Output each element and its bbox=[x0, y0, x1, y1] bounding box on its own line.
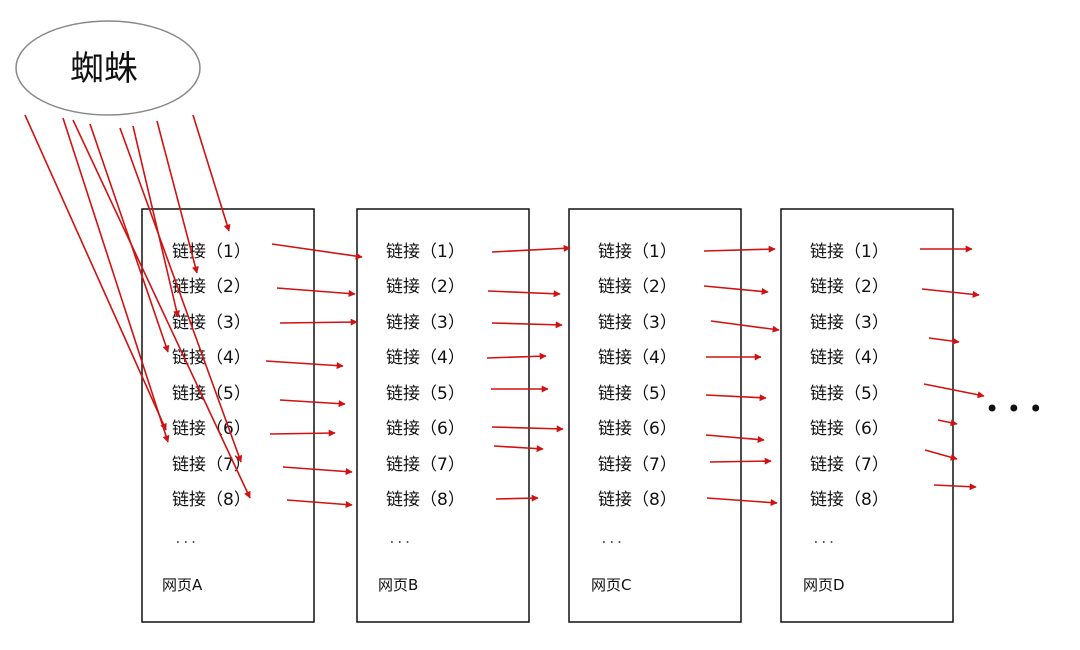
page-c-link-arrow-2 bbox=[703, 285, 769, 295]
page-c-link-arrow-7 bbox=[709, 457, 772, 465]
spider-ellipse bbox=[15, 20, 201, 116]
more-links-ellipsis: ... bbox=[388, 532, 411, 547]
spider-to-page-a-arrow-7 bbox=[62, 117, 170, 443]
page-b: 链接（1） 链接（2） 链接（3） 链接（4） 链接（5） 链接（6） 链接（7… bbox=[356, 208, 530, 623]
page-label: 网页B bbox=[378, 576, 418, 594]
page-c-link-arrow-1 bbox=[703, 245, 776, 253]
spider-to-page-a-arrow-1 bbox=[192, 114, 231, 232]
page-b-link-arrow-7 bbox=[493, 445, 544, 453]
link-8: 链接（8） bbox=[172, 490, 251, 510]
link-5: 链接（5） bbox=[172, 384, 251, 404]
page-d-link-arrow-6 bbox=[924, 449, 958, 461]
spider-to-page-a-arrow-6 bbox=[72, 119, 251, 499]
spider-to-page-a-arrow-2 bbox=[156, 120, 199, 274]
link-8: 链接（8） bbox=[386, 490, 465, 510]
page-a: 链接（1） 链接（2） 链接（3） 链接（4） 链接（5） 链接（6） 链接（7… bbox=[141, 208, 315, 623]
page-box bbox=[356, 208, 530, 623]
link-1: 链接（1） bbox=[810, 242, 889, 262]
more-links-ellipsis: ... bbox=[600, 532, 623, 547]
spider-node: 蜘蛛 bbox=[15, 20, 201, 116]
link-4: 链接（4） bbox=[172, 348, 251, 368]
page-box bbox=[568, 208, 742, 623]
link-3: 链接（3） bbox=[598, 313, 677, 333]
page-a-link-arrow-5 bbox=[279, 399, 346, 408]
page-c-link-arrow-3 bbox=[710, 320, 780, 333]
page-b-link-arrow-2 bbox=[487, 290, 561, 298]
page-b-link-arrow-8 bbox=[495, 494, 539, 502]
link-2: 链接（2） bbox=[172, 277, 251, 297]
page-c-link-arrow-8 bbox=[706, 497, 778, 507]
spider-to-page-a-arrow-3 bbox=[132, 125, 180, 318]
link-2: 链接（2） bbox=[810, 277, 889, 297]
spider-label: 蜘蛛 bbox=[70, 49, 138, 89]
page-d-link-arrow-3 bbox=[928, 337, 960, 345]
page-a-link-arrow-8 bbox=[286, 499, 353, 509]
crawl-arrows bbox=[24, 114, 985, 509]
page-a-link-arrow-3 bbox=[279, 318, 358, 326]
link-4: 链接（4） bbox=[598, 348, 677, 368]
more-links-ellipsis: ... bbox=[174, 532, 197, 547]
link-7: 链接（7） bbox=[386, 455, 465, 475]
link-7: 链接（7） bbox=[810, 455, 889, 475]
page-box bbox=[780, 208, 954, 623]
spider-to-page-a-arrow-4 bbox=[119, 127, 243, 463]
page-d-link-arrow-5 bbox=[937, 419, 958, 427]
page-label: 网页C bbox=[591, 576, 631, 594]
link-2: 链接（2） bbox=[598, 277, 677, 297]
continuation-dots: • • • bbox=[985, 395, 1043, 423]
page-b-link-arrow-6 bbox=[491, 425, 564, 433]
more-links-ellipsis: ... bbox=[812, 532, 835, 547]
link-6: 链接（6） bbox=[598, 419, 677, 439]
link-7: 链接（7） bbox=[172, 455, 251, 475]
page-c-link-arrow-5 bbox=[705, 394, 767, 402]
page-box bbox=[141, 208, 315, 623]
link-2: 链接（2） bbox=[386, 277, 465, 297]
link-6: 链接（6） bbox=[386, 419, 465, 439]
link-1: 链接（1） bbox=[172, 242, 251, 262]
page-d: 链接（1） 链接（2） 链接（3） 链接（4） 链接（5） 链接（6） 链接（7… bbox=[780, 208, 954, 623]
link-3: 链接（3） bbox=[810, 313, 889, 333]
page-a-link-arrow-4 bbox=[265, 360, 344, 370]
link-7: 链接（7） bbox=[598, 455, 677, 475]
link-3: 链接（3） bbox=[172, 313, 251, 333]
page-a-link-arrow-7 bbox=[282, 466, 353, 476]
page-c-link-arrow-6 bbox=[705, 434, 765, 443]
page-d-link-arrow-7 bbox=[933, 483, 977, 491]
link-1: 链接（1） bbox=[598, 242, 677, 262]
page-a-link-arrow-1 bbox=[271, 243, 363, 260]
page-b-link-arrow-4 bbox=[486, 352, 547, 360]
link-1: 链接（1） bbox=[386, 242, 465, 262]
page-label: 网页A bbox=[162, 576, 203, 594]
page-a-link-arrow-6 bbox=[269, 429, 336, 437]
link-4: 链接（4） bbox=[810, 348, 889, 368]
page-b-link-arrow-3 bbox=[491, 321, 563, 329]
link-3: 链接（3） bbox=[386, 313, 465, 333]
spider-to-page-a-arrow-8 bbox=[24, 114, 167, 431]
page-a-link-arrow-2 bbox=[276, 287, 356, 298]
link-5: 链接（5） bbox=[386, 384, 465, 404]
page-d-link-arrow-4 bbox=[923, 383, 985, 399]
page-b-link-arrow-1 bbox=[491, 244, 571, 253]
link-8: 链接（8） bbox=[598, 490, 677, 510]
link-6: 链接（6） bbox=[810, 419, 889, 439]
link-8: 链接（8） bbox=[810, 490, 889, 510]
link-4: 链接（4） bbox=[386, 348, 465, 368]
link-5: 链接（5） bbox=[810, 384, 889, 404]
link-5: 链接（5） bbox=[598, 384, 677, 404]
link-6: 链接（6） bbox=[172, 419, 251, 439]
page-d-link-arrow-2 bbox=[921, 288, 980, 298]
page-label: 网页D bbox=[803, 576, 845, 594]
page-c: 链接（1） 链接（2） 链接（3） 链接（4） 链接（5） 链接（6） 链接（7… bbox=[568, 208, 742, 623]
